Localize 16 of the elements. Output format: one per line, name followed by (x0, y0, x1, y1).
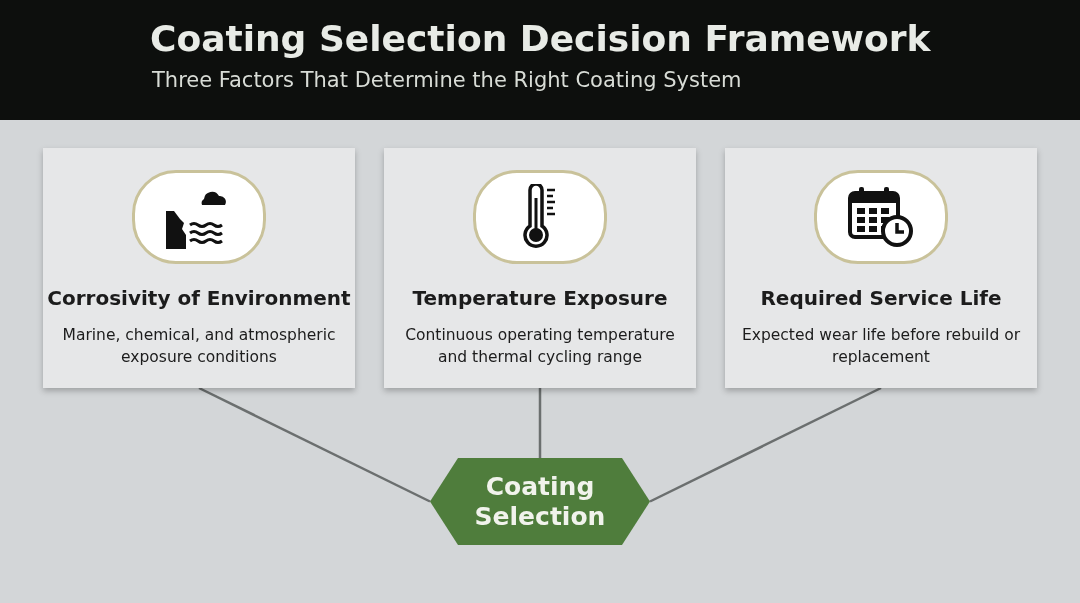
node-label: Coating Selection (473, 471, 607, 532)
connector-line (538, 388, 542, 458)
factor-card (725, 148, 1037, 388)
card-heading: Corrosivity of Environment (47, 286, 351, 310)
subtitle: Three Factors That Determine the Right Coating System (152, 68, 742, 92)
card-description: Continuous operating temperature and thermal cycling range (404, 325, 676, 368)
card-heading: Required Service Life (760, 286, 1002, 310)
factor-card (43, 148, 355, 388)
card-heading: Temperature Exposure (412, 286, 668, 310)
connector-line (198, 386, 431, 503)
hexagon-node (430, 458, 650, 545)
factor-card (384, 148, 696, 388)
card-description: Marine, chemical, and atmospheric exposure conditions (61, 325, 337, 368)
title: Coating Selection Decision Framework (150, 18, 931, 59)
connector-line (649, 386, 882, 503)
card-description: Expected wear life before rebuild or replacement (740, 325, 1022, 368)
